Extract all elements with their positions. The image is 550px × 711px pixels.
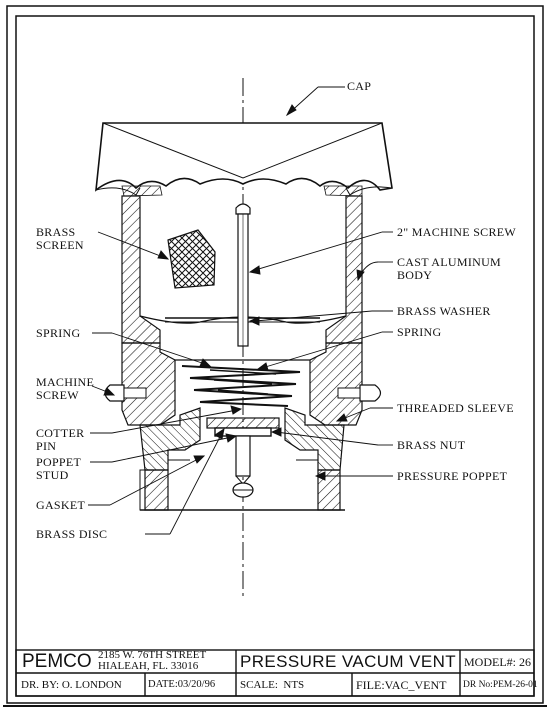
- company-name: PEMCO: [22, 651, 92, 672]
- label-machine-screw: MACHINE SCREW: [36, 375, 95, 402]
- label-cast-aluminum-body: CAST ALUMINUM BODY: [397, 255, 502, 282]
- label-cotter-pin: COTTER PIN: [36, 426, 85, 453]
- cast-body-lower: [139, 407, 345, 511]
- drawing-number: DR No:PEM-26-01: [463, 680, 538, 690]
- label-brass-nut: BRASS NUT: [397, 438, 466, 452]
- cast-body-middle: [121, 342, 363, 426]
- label-brass-disc: BRASS DISC: [36, 527, 108, 541]
- sheet-border: [3, 5, 547, 707]
- label-threaded-sleeve: THREADED SLEEVE: [397, 401, 514, 415]
- leader-lines: [88, 86, 393, 535]
- label-cap: CAP: [347, 79, 372, 93]
- machine-screw-shape: [235, 203, 251, 347]
- cap-shape: [95, 122, 393, 197]
- brass-screen-shape: [167, 229, 216, 289]
- drawing-date: DATE:03/20/96: [148, 679, 216, 690]
- model-number: MODEL#: 26: [464, 655, 531, 669]
- address-line-1: 2185 W. 76TH STREET: [98, 649, 207, 661]
- cast-body-upper: [121, 195, 363, 344]
- spring-coils: [181, 365, 301, 407]
- title-block-frame: [15, 649, 535, 697]
- label-spring-left: SPRING: [36, 326, 81, 340]
- poppet-assembly: [206, 417, 280, 498]
- label-brass-washer: BRASS WASHER: [397, 304, 491, 318]
- drawn-by: DR. BY: O. LONDON: [21, 679, 122, 691]
- side-screws: [104, 384, 382, 402]
- label-gasket: GASKET: [36, 498, 86, 512]
- drawing-file: FILE:VAC_VENT: [356, 678, 447, 692]
- address-line-2: HIALEAH, FL. 33016: [98, 660, 199, 672]
- label-brass-screen: BRASS SCREEN: [36, 225, 84, 252]
- label-2in-machine-screw: 2" MACHINE SCREW: [397, 225, 517, 239]
- drawing-scale: SCALE: NTS: [240, 679, 305, 691]
- label-poppet-stud: POPPET STUD: [36, 455, 82, 482]
- drawing-title: PRESSURE VACUM VENT: [240, 652, 457, 671]
- label-spring-right: SPRING: [397, 325, 442, 339]
- label-pressure-poppet: PRESSURE POPPET: [397, 469, 508, 483]
